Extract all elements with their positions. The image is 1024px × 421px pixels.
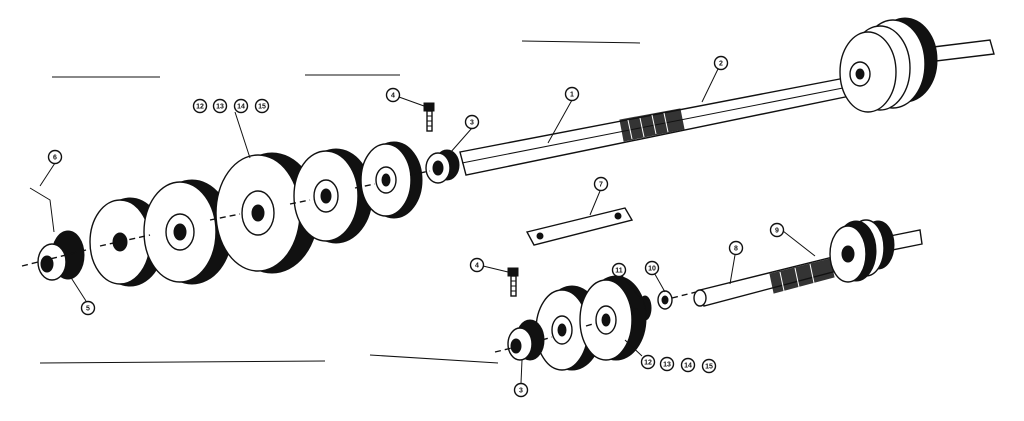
plates-bottom — [535, 275, 647, 371]
axis-line-top — [21, 170, 431, 267]
barbell-bar — [459, 39, 995, 176]
callout-13-top: 13 — [212, 98, 228, 114]
decorative-rules — [39, 40, 641, 364]
callout-label-7: 7 — [599, 182, 603, 189]
callout-label-8: 8 — [734, 246, 738, 253]
callout-label-10: 10 — [648, 266, 656, 273]
callout-15-bottom: 15 — [701, 358, 717, 374]
callout-label-6: 6 — [53, 155, 57, 162]
callout-label-13-top: 13 — [216, 104, 224, 111]
callout-label-13-bottom: 13 — [663, 362, 671, 369]
callout-label-1: 1 — [570, 92, 574, 99]
axis-line-bottom — [494, 291, 697, 353]
callout-3-bottom: 3 — [513, 382, 529, 398]
leader-lines — [39, 68, 816, 384]
set-screw-top — [423, 102, 435, 132]
callout-label-4-top: 4 — [391, 93, 395, 100]
wrench — [29, 187, 55, 233]
callout-label-2: 2 — [719, 61, 723, 68]
callout-label-15-bottom: 15 — [705, 364, 713, 371]
callout-11: 11 — [611, 262, 627, 278]
callout-2: 2 — [713, 55, 729, 71]
callout-label-11: 11 — [615, 268, 623, 275]
callout-14-top: 14 — [233, 98, 249, 114]
callout-5: 5 — [80, 300, 96, 316]
collar-bottom — [507, 319, 545, 361]
callout-1: 1 — [564, 86, 580, 102]
callout-label-15-top: 15 — [258, 104, 266, 111]
callout-13-bottom: 13 — [659, 356, 675, 372]
callout-12-bottom: 12 — [640, 354, 656, 370]
callout-9: 9 — [769, 222, 785, 238]
callout-4-bottom: 4 — [469, 257, 485, 273]
callout-7: 7 — [593, 176, 609, 192]
collar-top — [425, 149, 460, 184]
callout-label-3-top: 3 — [470, 120, 474, 127]
callout-label-12-bottom: 12 — [644, 360, 652, 367]
connector-plate — [525, 207, 634, 246]
callout-10: 10 — [644, 260, 660, 276]
bar-end-plates-top — [839, 17, 938, 113]
set-screw-bottom — [507, 267, 519, 297]
callout-12-top: 12 — [192, 98, 208, 114]
callout-3-top: 3 — [464, 114, 480, 130]
callout-label-5: 5 — [86, 306, 90, 313]
callout-6: 6 — [47, 149, 63, 165]
callout-label-3-bottom: 3 — [519, 388, 523, 395]
callout-8: 8 — [728, 240, 744, 256]
callout-label-9: 9 — [775, 228, 779, 235]
callout-label-12-top: 12 — [196, 104, 204, 111]
callout-14-bottom: 14 — [680, 357, 696, 373]
plates-top — [89, 141, 423, 287]
callout-label-4-bottom: 4 — [475, 263, 479, 270]
bar-end-plates-bottom — [829, 219, 895, 283]
callout-15-top: 15 — [254, 98, 270, 114]
short-bar — [693, 229, 923, 307]
callout-4-top: 4 — [385, 87, 401, 103]
end-collar — [37, 230, 85, 281]
callout-label-14-bottom: 14 — [684, 363, 692, 370]
callout-label-14-top: 14 — [237, 104, 245, 111]
